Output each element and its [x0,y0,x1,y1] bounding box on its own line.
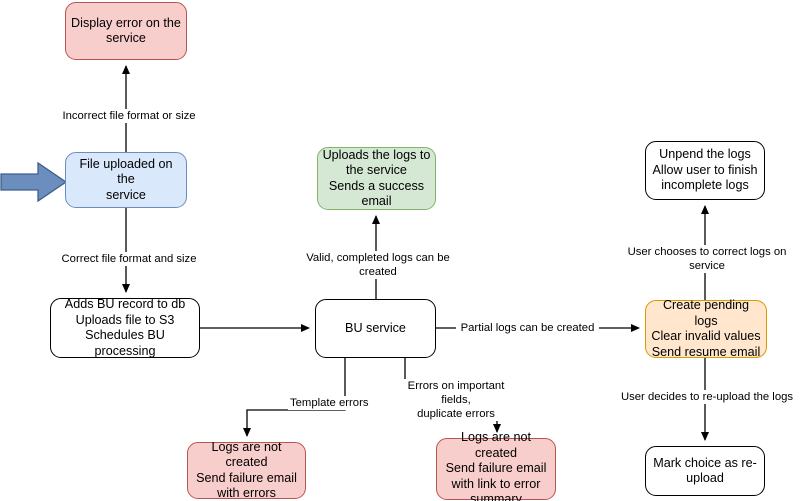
edge-label-valid-completed-logs: Valid, completed logs can be created [285,251,471,279]
node-unpend-logs[interactable]: Unpend the logs Allow user to finish inc… [645,141,765,200]
node-display-error[interactable]: Display error on the service [65,2,187,60]
edge-label-incorrect-file-format: Incorrect file format or size [56,109,202,123]
entry-arrow-icon [0,161,68,203]
edge-label-user-decides-reupload: User decides to re-upload the logs [615,390,799,404]
edge-label-template-errors: Template errors [288,396,382,410]
node-uploads-logs[interactable]: Uploads the logs to the service Sends a … [317,147,436,210]
node-file-uploaded[interactable]: File uploaded on the service [65,152,187,208]
node-mark-choice-as-reupload[interactable]: Mark choice as re- upload [645,446,765,496]
node-logs-not-created-with-link[interactable]: Logs are not created Send failure email … [436,430,556,501]
edge-label-errors-important-fields: Errors on important fields, duplicate er… [394,379,518,421]
node-adds-bu-record[interactable]: Adds BU record to db Uploads file to S3 … [50,297,200,358]
edge-label-partial-logs: Partial logs can be created [456,321,599,335]
edge-label-correct-file-format: Correct file format and size [56,252,202,266]
node-create-pending-logs[interactable]: Create pending logs Clear invalid values… [645,298,767,359]
node-bu-service[interactable]: BU service [315,299,436,358]
edge-label-user-chooses-correct: User chooses to correct logs on service [609,245,801,273]
node-logs-not-created-with-errors[interactable]: Logs are not created Send failure email … [187,440,306,500]
